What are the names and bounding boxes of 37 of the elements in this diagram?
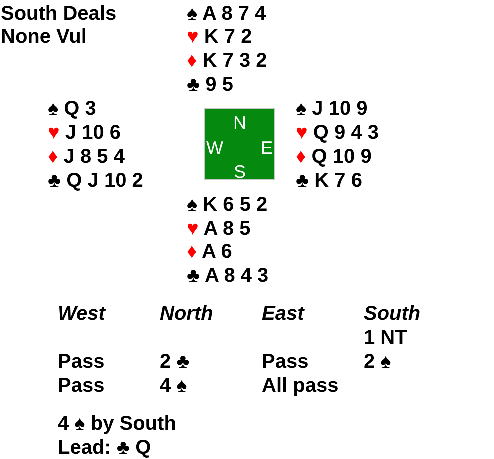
bidding-header: South — [364, 303, 421, 325]
bid-call: 1 NT — [364, 327, 408, 349]
hand-suit-row: ♦ K 7 3 2 — [187, 50, 268, 72]
direction-letter: N — [234, 113, 246, 133]
hand-suit-row: ♠ Q 3 — [48, 98, 96, 120]
hand-suit-row: ♣ A 8 4 3 — [187, 265, 269, 287]
opening-lead-text: Lead: ♣ Q — [58, 437, 152, 459]
hand-suit-row: ♣ K 7 6 — [296, 170, 362, 192]
hand-suit-row: ♥ K 7 2 — [187, 26, 252, 48]
hand-suit-row: ♦ Q 10 9 — [296, 146, 372, 168]
compass-table — [204, 108, 275, 180]
bid-call: Pass — [262, 351, 309, 373]
bid-call: 2 ♠ — [364, 351, 392, 373]
bid-call: Pass — [58, 375, 105, 397]
bid-call: All pass — [262, 375, 339, 397]
hand-suit-row: ♠ J 10 9 — [296, 98, 368, 120]
hand-suit-row: ♠ K 6 5 2 — [187, 194, 268, 216]
hand-suit-row: ♥ Q 9 4 3 — [296, 122, 380, 144]
bid-call: 4 ♠ — [160, 375, 188, 397]
bidding-header: North — [160, 303, 214, 325]
hand-suit-row: ♣ 9 5 — [187, 74, 234, 96]
hand-suit-row: ♦ J 8 5 4 — [48, 146, 125, 168]
hand-suit-row: ♥ J 10 6 — [48, 122, 122, 144]
deal-info-text: South Deals — [1, 3, 117, 25]
bidding-header: West — [58, 303, 106, 325]
contract-text: 4 ♠ by South — [58, 413, 176, 435]
direction-letter: S — [234, 162, 246, 182]
deal-info-text: None Vul — [1, 26, 87, 48]
direction-letter: E — [261, 138, 273, 158]
hand-suit-row: ♣ Q J 10 2 — [48, 170, 144, 192]
bidding-header: East — [262, 303, 304, 325]
bid-call: Pass — [58, 351, 105, 373]
hand-suit-row: ♠ A 8 7 4 — [187, 3, 266, 25]
hand-suit-row: ♦ A 6 — [187, 241, 232, 263]
hand-suit-row: ♥ A 8 5 — [187, 218, 251, 240]
direction-letter: W — [206, 138, 224, 158]
bid-call: 2 ♣ — [160, 351, 190, 373]
